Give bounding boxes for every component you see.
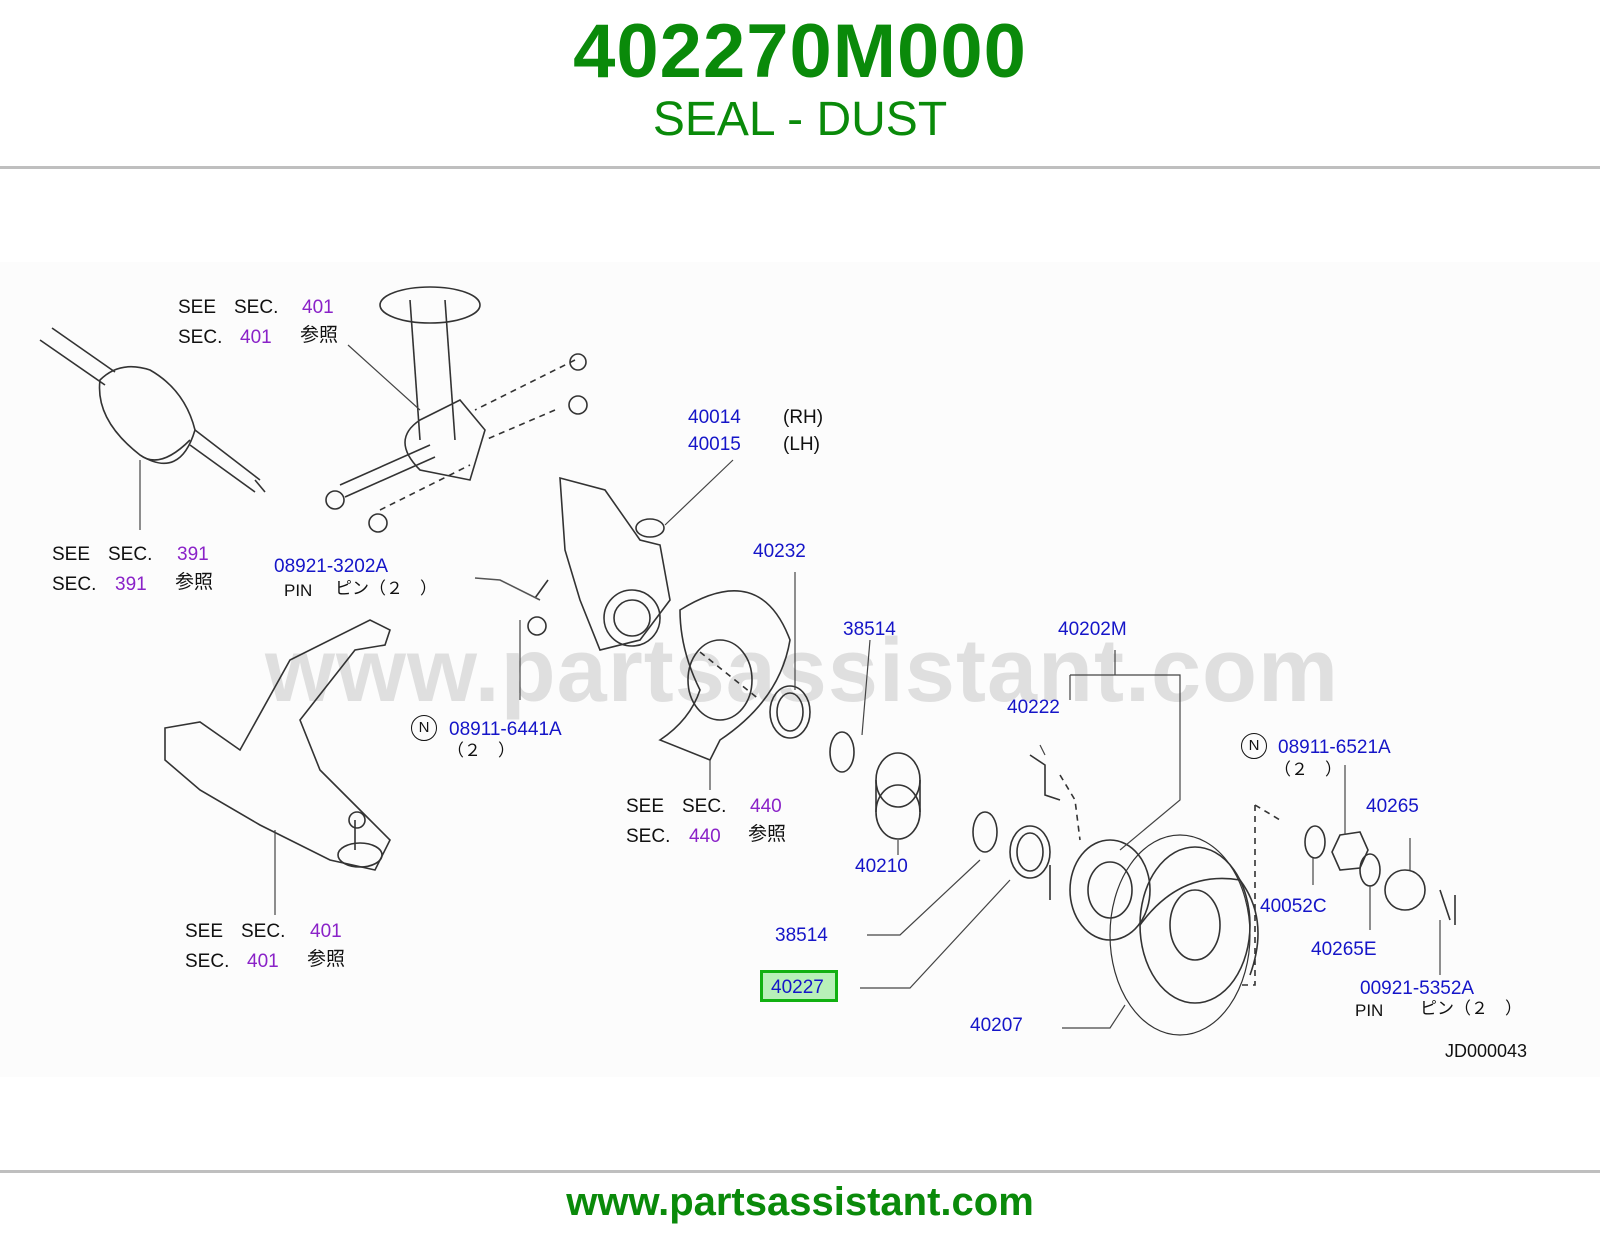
drive-shaft-drawing — [39, 327, 266, 493]
sanshou-label: 参照 — [748, 824, 787, 845]
sec-label: SEC. — [52, 574, 97, 595]
sec-label: SEC. — [108, 544, 153, 565]
part-callout-40232[interactable]: 40232 — [753, 541, 806, 562]
section-link-401[interactable]: 401 — [310, 921, 342, 942]
quantity-label: （２ ） — [1274, 760, 1342, 779]
part-callout-40052c[interactable]: 40052C — [1260, 896, 1327, 917]
part-callout-40207[interactable]: 40207 — [970, 1015, 1023, 1036]
pin-jp-label: ピン（２ ） — [335, 579, 437, 598]
hub-nut-drawing — [1240, 804, 1456, 986]
header-divider — [0, 166, 1600, 169]
part-callout-40265[interactable]: 40265 — [1366, 796, 1419, 817]
highlighted-part-box — [760, 970, 838, 1002]
section-link-391[interactable]: 391 — [177, 544, 209, 565]
footer-website-link[interactable]: www.partsassistant.com — [566, 1180, 1034, 1224]
pin-jp-label: ピン（２ ） — [1420, 999, 1522, 1018]
parts-diagram-area — [0, 262, 1600, 1077]
part-callout-00921-5352a[interactable]: 00921-5352A — [1360, 978, 1475, 999]
part-number-title: 402270M000 — [573, 9, 1027, 94]
lh-label: (LH) — [783, 434, 820, 455]
footer-divider — [0, 1170, 1600, 1173]
part-callout-08921-3202a[interactable]: 08921-3202A — [274, 556, 389, 577]
part-callout-08911-6441a[interactable]: 08911-6441A — [449, 719, 562, 740]
see-label: SEE — [185, 921, 224, 942]
part-callout-08911-6521a[interactable]: 08911-6521A — [1278, 737, 1391, 758]
part-callout-40222[interactable]: 40222 — [1007, 697, 1060, 718]
n-mark-icon: N — [1241, 733, 1267, 759]
part-callout-40015[interactable]: 40015 — [688, 434, 741, 455]
quantity-label: （２ ） — [447, 741, 515, 760]
see-label: SEE — [178, 297, 217, 318]
part-callout-38514[interactable]: 38514 — [843, 619, 896, 640]
steering-knuckle-drawing — [474, 476, 671, 651]
section-link-401[interactable]: 401 — [247, 951, 279, 972]
diagram-reference-code: JD000043 — [1445, 1041, 1528, 1061]
lower-arm-drawing — [164, 619, 391, 871]
part-callout-40227-highlighted[interactable]: 40227 — [771, 977, 824, 998]
dust-cover-drawing — [658, 589, 791, 762]
seal-and-bearing-drawing — [769, 685, 1051, 879]
section-link-440[interactable]: 440 — [689, 826, 721, 847]
sanshou-label: 参照 — [175, 572, 214, 593]
sec-label: SEC. — [626, 826, 671, 847]
n-mark-icon: N — [411, 715, 437, 741]
part-callout-38514[interactable]: 38514 — [775, 925, 828, 946]
section-link-401[interactable]: 401 — [240, 327, 272, 348]
strut-drawing — [325, 286, 588, 533]
see-label: SEE — [626, 796, 665, 817]
wheel-hub-drawing — [1029, 754, 1151, 941]
page-header: 402270M000 SEAL - DUST — [0, 0, 1600, 168]
sec-label: SEC. — [682, 796, 727, 817]
part-callout-40202m[interactable]: 40202M — [1058, 619, 1127, 640]
section-link-401[interactable]: 401 — [302, 297, 334, 318]
section-link-391[interactable]: 391 — [115, 574, 147, 595]
pin-label: PIN — [1355, 1001, 1384, 1020]
sanshou-label: 参照 — [307, 949, 346, 970]
part-callout-40265e[interactable]: 40265E — [1311, 939, 1377, 960]
part-callout-40014[interactable]: 40014 — [688, 407, 741, 428]
sec-label: SEC. — [234, 297, 279, 318]
see-label: SEE — [52, 544, 91, 565]
part-name-subtitle: SEAL - DUST — [652, 93, 948, 146]
sec-label: SEC. — [241, 921, 286, 942]
section-link-440[interactable]: 440 — [750, 796, 782, 817]
sanshou-label: 参照 — [300, 325, 339, 346]
rh-label: (RH) — [783, 407, 824, 428]
brake-rotor-drawing — [1109, 834, 1259, 1036]
sec-label: SEC. — [178, 327, 223, 348]
pin-label: PIN — [284, 581, 313, 600]
sec-label: SEC. — [185, 951, 230, 972]
part-callout-40210[interactable]: 40210 — [855, 856, 908, 877]
